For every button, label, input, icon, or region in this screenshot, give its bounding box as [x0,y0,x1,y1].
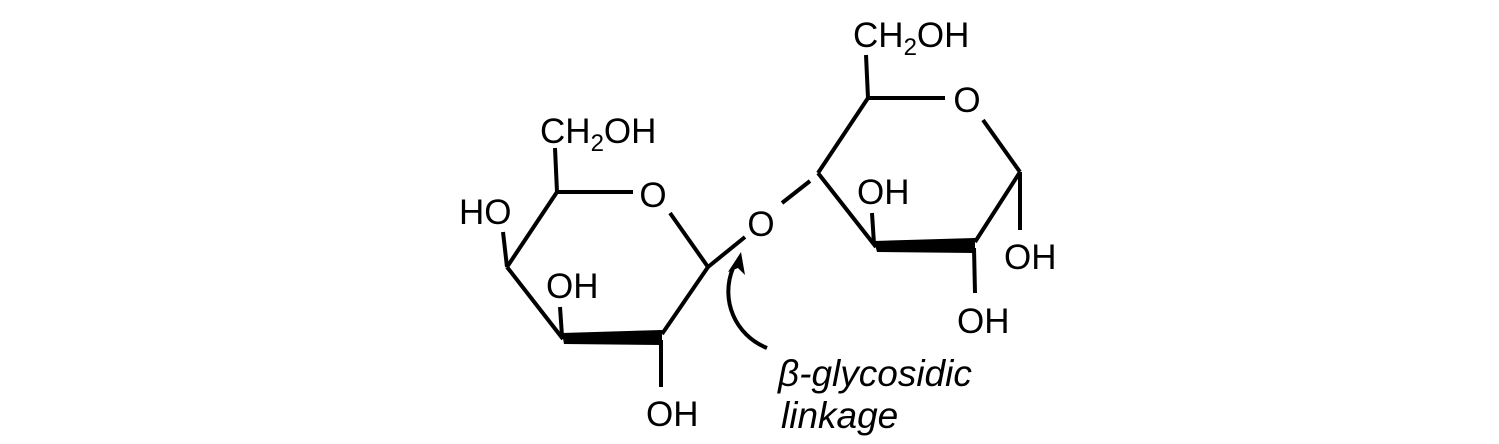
right-c1-oh-label: OH [1004,238,1057,277]
glycosidic-bridge: O [706,179,812,269]
bond-c2-oh [972,247,977,294]
left-pyranose-ring: O CH2OH HO OH OH [459,112,710,434]
bond-o-c1 [981,118,1022,174]
left-c4-ho-label: HO [459,193,512,232]
curved-arrow-shaft [726,267,768,350]
annotation-arrow [726,252,768,350]
arrow-head-icon [728,252,745,275]
bond-c4-c5 [505,190,559,269]
bond-c5-c6 [553,147,559,193]
bond-c4-oh [501,231,509,268]
annotation-line2: linkage [781,395,898,436]
bond-c3-oh [558,306,564,337]
right-c3-oh-label: OH [857,173,910,212]
bond-c3-c4 [816,171,878,249]
bond-c3-c4 [505,265,565,341]
left-c2-oh-label: OH [646,395,699,434]
annotation-line1: β-glycosidic [777,353,972,394]
bond-c1-bridge-o [706,235,747,269]
bond-bridge-o-c4 [780,179,812,205]
left-ring-oxygen: O [639,176,666,215]
right-ring-oxygen: O [953,81,980,120]
right-c2-oh-label: OH [957,302,1010,341]
bond-c3-oh [870,212,876,245]
bond-c5-c6 [864,54,870,99]
bond-c1-c2 [660,265,710,336]
right-pyranose-ring: O CH2OH OH OH OH [816,16,1057,341]
bold-bond-c2-c3 [562,330,662,345]
bold-bond-c2-c3 [874,238,975,253]
left-ch2oh-label: CH2OH [540,112,656,157]
right-ch2oh-label: CH2OH [853,16,969,61]
bond-c4-c5 [816,96,870,175]
left-c3-oh-label: OH [546,267,599,306]
bridge-oxygen: O [747,205,774,244]
bond-c1-c2 [973,170,1022,244]
bond-o-c1 [668,211,710,269]
